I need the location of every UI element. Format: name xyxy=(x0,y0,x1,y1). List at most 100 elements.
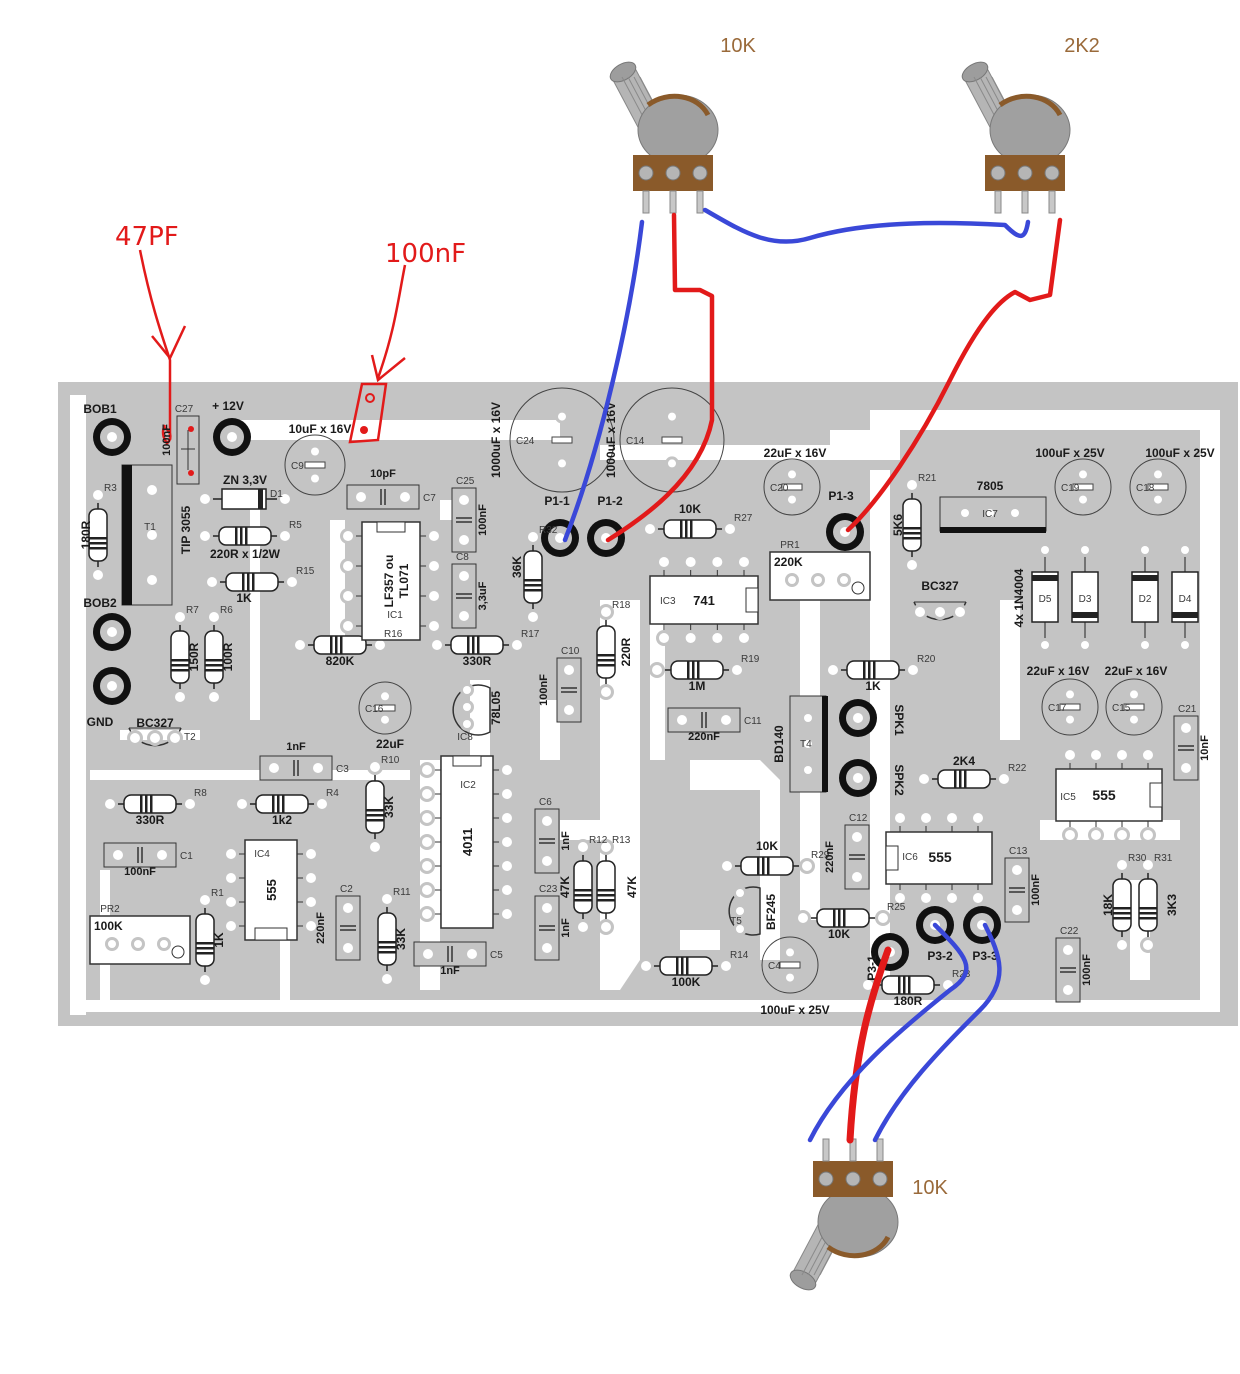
resistor-value-r31: 3K3 xyxy=(1165,894,1179,916)
pot-top-left-value: 10K xyxy=(720,35,756,57)
resistor-ref-r23: R23 xyxy=(952,969,971,980)
annotation-100nf-text: 100nF xyxy=(385,239,466,269)
electrolytic-value-c17: 22uF x 16V xyxy=(1027,664,1090,678)
resistor-r27 xyxy=(650,519,730,539)
capacitor-ref-c3: C3 xyxy=(336,764,349,775)
ic-ref-ic2: IC2 xyxy=(460,780,476,791)
electrolytic-value-c24: 1000uF x 16V xyxy=(489,402,503,478)
resistor-value-r15: 1K xyxy=(236,591,252,605)
components xyxy=(88,387,1199,1003)
resistor-ref-r4: R4 xyxy=(326,788,339,799)
ic-value-ic4: 555 xyxy=(264,879,279,901)
resistor-r16 xyxy=(300,635,380,655)
electrolytic-value-c20: 22uF x 16V xyxy=(764,446,827,460)
resistor-value-r18: 220R xyxy=(619,637,633,666)
trimmer-ref-pr2: PR2 xyxy=(100,904,120,915)
electrolytic-c19 xyxy=(1054,458,1112,516)
resistor-value-r20: 1K xyxy=(865,679,881,693)
transistor-ref-t2: T2 xyxy=(184,732,196,743)
resistor-value-r21: 5K6 xyxy=(891,514,905,536)
capacitor-ref-c7: C7 xyxy=(423,493,436,504)
resistor-r19 xyxy=(657,660,737,680)
ic-ref-ic4: IC4 xyxy=(254,849,270,860)
resistor-r15 xyxy=(212,572,292,592)
resistor-ref-r18: R18 xyxy=(612,600,631,611)
resistor-value-r11: 33K xyxy=(394,928,408,950)
transistor-value-t1: TIP 3055 xyxy=(179,505,193,554)
resistor-value-r14: 100K xyxy=(672,975,701,989)
electrolytic-value-c15: 22uF x 16V xyxy=(1105,664,1168,678)
resistor-r13 xyxy=(596,847,616,927)
regulator-value-ic8: 78L05 xyxy=(489,691,503,725)
ic-value-ic1: LF357 ou xyxy=(382,555,396,608)
resistor-r5 xyxy=(205,526,285,546)
connector-label-p1-3: P1-3 xyxy=(828,489,854,503)
resistor-r25 xyxy=(803,908,883,928)
diode-ref-d1: D1 xyxy=(270,489,283,500)
resistor-r8 xyxy=(110,794,190,814)
resistor-ref-r25: R25 xyxy=(887,902,906,913)
annotation-47pf-text: 47PF xyxy=(115,222,179,252)
resistor-ref-r5: R5 xyxy=(289,520,302,531)
resistor-value-r13: 47K xyxy=(625,876,639,898)
resistor-value-r29: 10K xyxy=(756,839,778,853)
electrolytic-c9 xyxy=(284,434,346,496)
capacitor-ref-c21: C21 xyxy=(1178,704,1197,715)
resistor-value-r6: 100R xyxy=(221,642,235,671)
resistor-r20 xyxy=(833,660,913,680)
resistor-value-r19: 1M xyxy=(689,679,706,693)
pot-top-right-value: 2K2 xyxy=(1064,35,1100,57)
resistor-r30 xyxy=(1112,865,1132,945)
pot-bottom[interactable] xyxy=(787,1138,899,1294)
ic-value-ic2: 4011 xyxy=(460,828,475,856)
electrolytic-c24 xyxy=(509,387,615,493)
annotation-47pf: 47PF xyxy=(115,222,187,446)
ic-ref-ic1: IC1 xyxy=(387,610,403,621)
connector-label-p3-3: P3-3 xyxy=(972,949,998,963)
resistor-value-r1: 1K xyxy=(212,932,226,948)
resistor-r14 xyxy=(646,956,726,976)
capacitor-value-c8: 3,3uF xyxy=(477,581,489,610)
diode-ref-d4: D4 xyxy=(1179,594,1192,605)
capacitor-ref-c6: C6 xyxy=(539,797,552,808)
capacitor-ref-c8: C8 xyxy=(456,552,469,563)
pot-bottom-value: 10K xyxy=(912,1177,948,1199)
capacitor-value-c3: 1nF xyxy=(286,741,306,753)
connector-label-spk2: SPK2 xyxy=(892,764,906,796)
ic-ic5 xyxy=(1055,761,1163,829)
electrolytic-value-c18: 100uF x 25V xyxy=(1145,446,1214,460)
transistor-t5 xyxy=(728,886,761,936)
capacitor-value-c25: 100nF xyxy=(477,504,489,536)
regulator-value-ic7: 7805 xyxy=(977,479,1004,493)
trimmer-value-pr2: 100K xyxy=(94,919,123,933)
transistor-ref-t5: T5 xyxy=(730,916,742,927)
resistor-r23 xyxy=(868,975,948,995)
resistor-ref-r27: R27 xyxy=(734,513,753,524)
wire-red-p3-1 xyxy=(846,946,892,1144)
pot-top-left[interactable] xyxy=(607,58,719,214)
electrolytic-c18 xyxy=(1129,458,1187,516)
diode-value-d1: ZN 3,3V xyxy=(223,473,267,487)
resistor-value-r27: 10K xyxy=(679,502,701,516)
diode-d3 xyxy=(1071,550,1099,645)
electrolytic-ref-c19: C19 xyxy=(1061,483,1080,494)
electrolytic-ref-c16: C16 xyxy=(365,704,384,715)
connector-label-bob1: BOB1 xyxy=(83,402,117,416)
annotation-100nf: 100nF xyxy=(348,239,466,444)
resistor-ref-r10: R10 xyxy=(381,755,400,766)
ic-value-ic1-alt: TL071 xyxy=(397,563,411,598)
transistor-value-t3: BC327 xyxy=(921,579,959,593)
resistor-ref-r29: R29 xyxy=(811,850,830,861)
ic-ic3 xyxy=(649,568,759,632)
capacitor-value-c6: 1nF xyxy=(560,831,572,851)
resistor-r1 xyxy=(195,900,215,980)
capacitor-ref-c23: C23 xyxy=(539,884,558,895)
connector-label-spk1: SPK1 xyxy=(892,704,906,736)
ic-ref-ic5: IC5 xyxy=(1060,792,1076,803)
resistor-ref-r22: R22 xyxy=(1008,763,1027,774)
resistor-ref-r30: R30 xyxy=(1128,853,1147,864)
resistor-value-r8: 330R xyxy=(136,813,165,827)
pot-top-right[interactable] xyxy=(959,58,1071,214)
connector-label-p1-1: P1-1 xyxy=(544,494,570,508)
